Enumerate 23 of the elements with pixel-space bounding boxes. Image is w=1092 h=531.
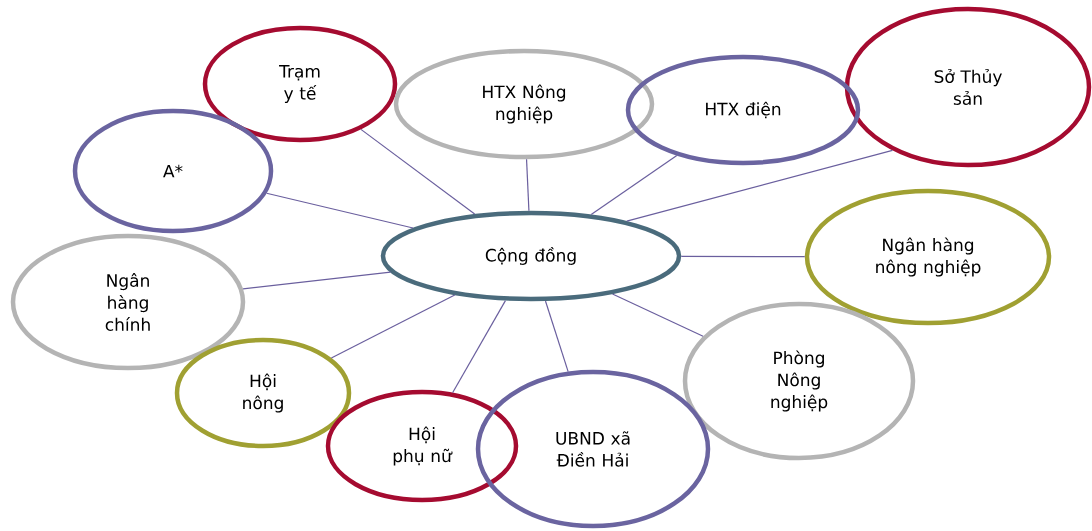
ellipse-node: HTX Nông nghiệp	[393, 48, 655, 160]
connector-line	[452, 300, 507, 394]
connector-line	[626, 149, 894, 222]
ellipse-node: Ngân hàng chính	[10, 233, 246, 371]
ellipse-node: HTX điện	[625, 54, 861, 166]
ellipse-node: Hội nông	[174, 337, 352, 449]
ellipse-node: UBND xã Điền Hải	[475, 369, 711, 529]
ellipse-node: Sở Thủy sản	[844, 6, 1092, 168]
connector-line	[266, 192, 414, 229]
connector-line	[330, 294, 456, 359]
connector-line	[360, 128, 476, 215]
connector-line	[242, 271, 392, 290]
ellipse-node: Cộng đồng	[380, 210, 682, 302]
ellipse-node: Trạm y tế	[202, 25, 398, 143]
connector-line	[590, 155, 678, 216]
connector-line	[611, 293, 704, 337]
connector-line	[680, 255, 806, 258]
ellipse-node: Hội phụ nữ	[325, 389, 519, 503]
ellipse-node: A*	[72, 108, 274, 234]
connector-line	[544, 300, 569, 373]
ellipse-node: Phòng Nông nghiệp	[682, 301, 916, 461]
connector-line	[525, 158, 530, 212]
ellipse-node: Ngân hàng nông nghiệp	[804, 188, 1052, 326]
